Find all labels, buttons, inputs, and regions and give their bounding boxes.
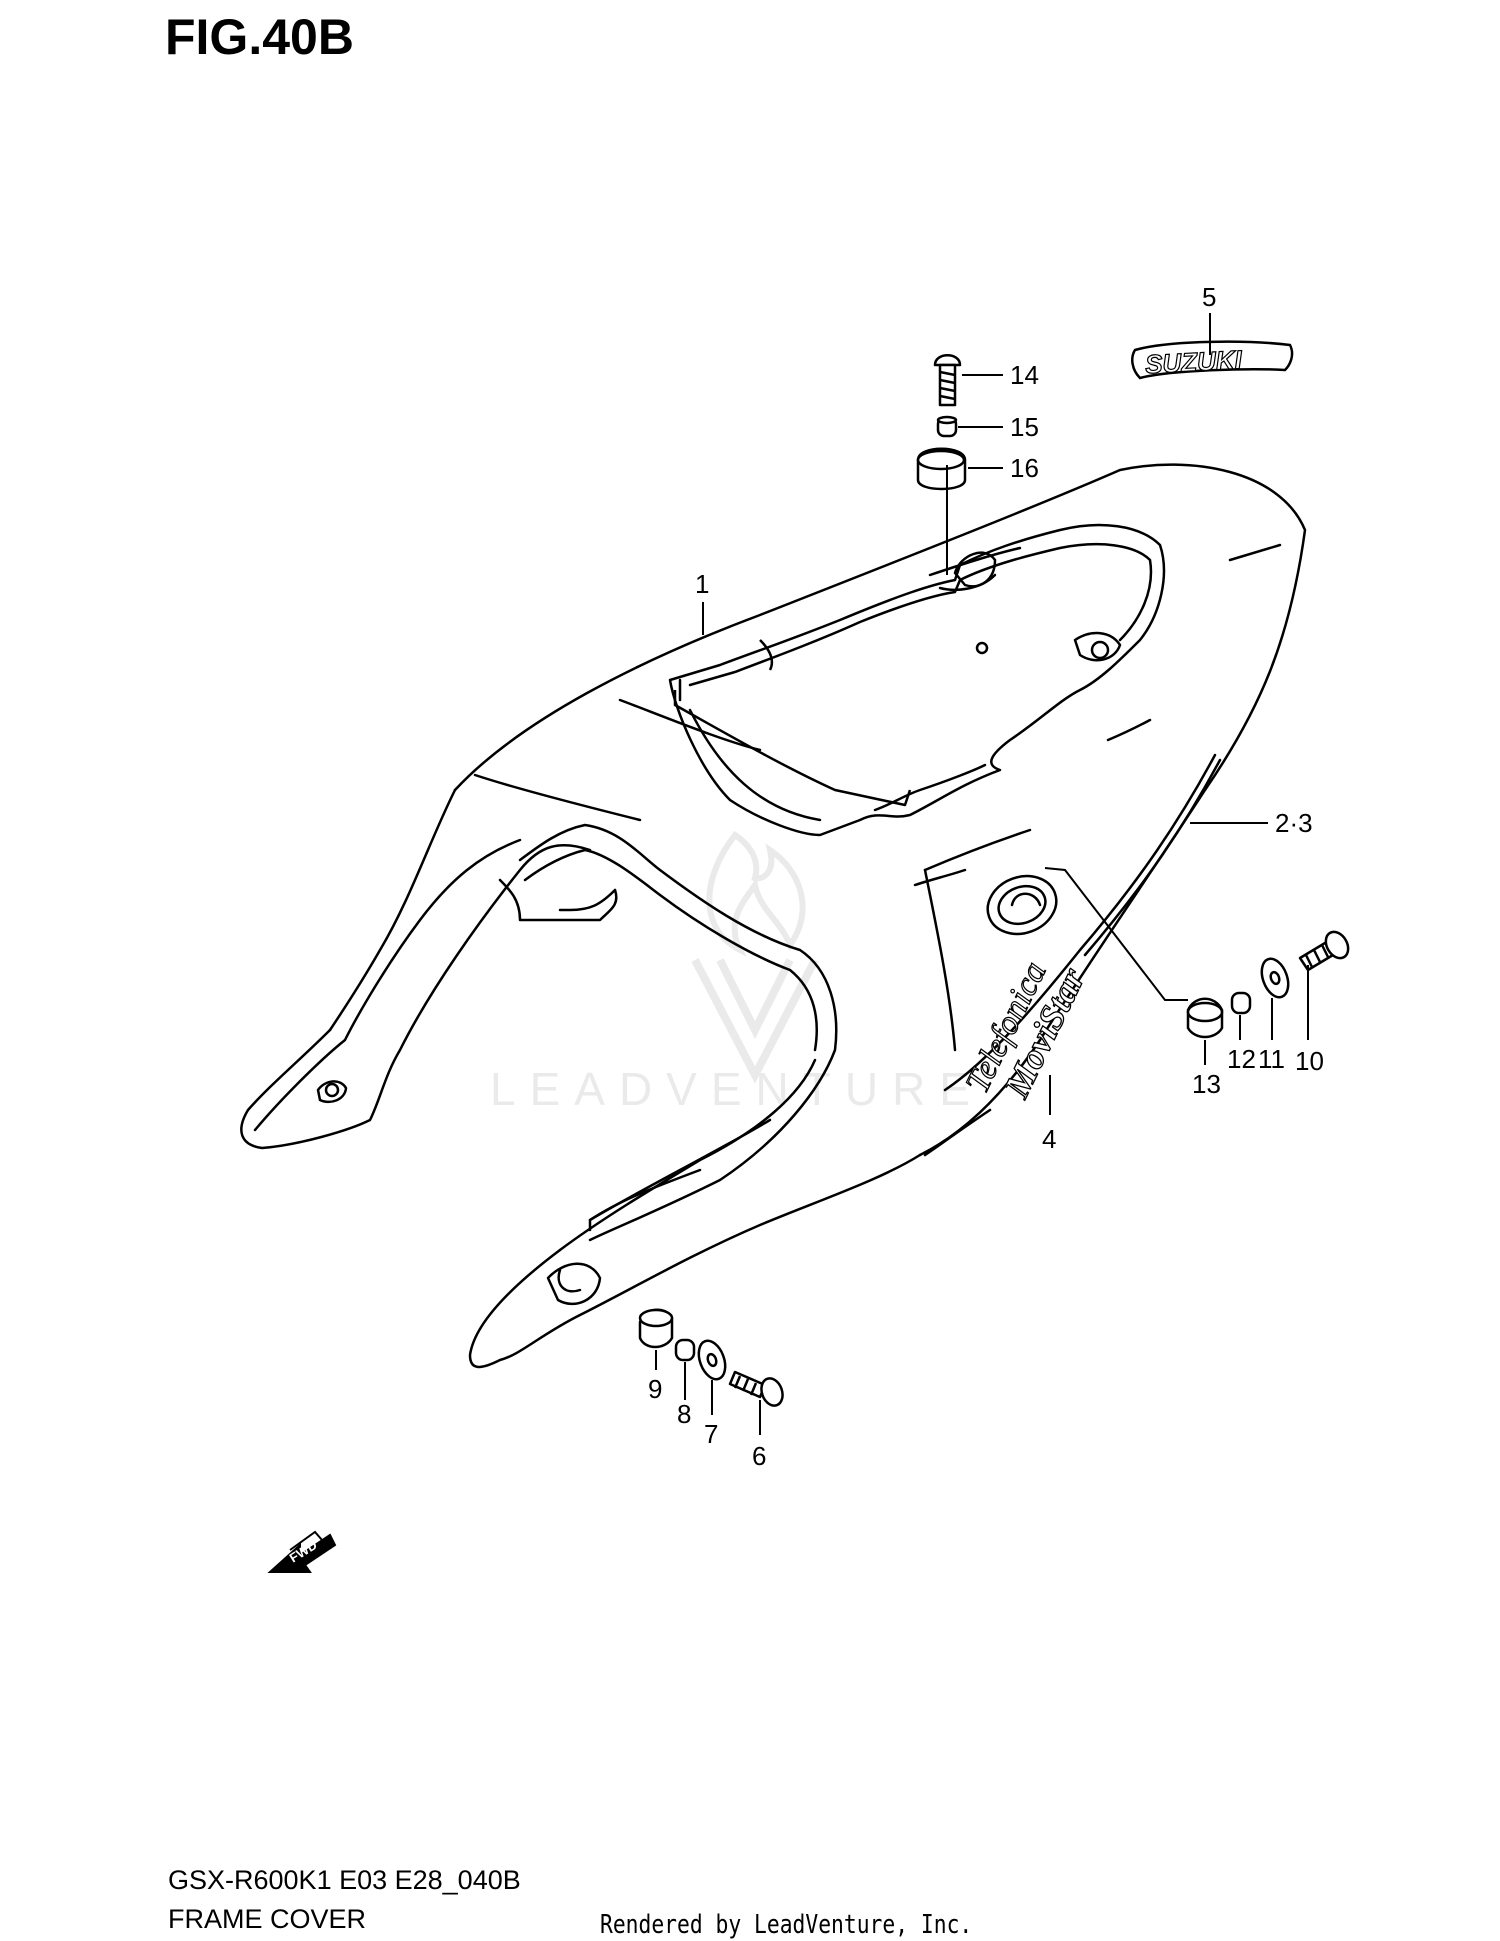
grommet-16-icon <box>916 447 967 491</box>
callout-1: 1 <box>695 569 709 599</box>
fwd-arrow-icon: FWD <box>267 1530 337 1573</box>
callout-10: 10 <box>1295 1046 1324 1076</box>
figure-title: FIG.40B <box>165 9 354 65</box>
collar-12-icon <box>1230 991 1252 1015</box>
collar-15-icon <box>936 415 958 438</box>
callout-14: 14 <box>1010 360 1039 390</box>
callout-13: 13 <box>1192 1069 1221 1099</box>
movistar-decal: Telefonica MoviStar <box>958 955 1093 1105</box>
watermark-text: LEADVENTURE <box>490 1063 984 1115</box>
callout-16: 16 <box>1010 453 1039 483</box>
grommet-9-icon <box>638 1308 674 1349</box>
callout-15: 15 <box>1010 412 1039 442</box>
hardware <box>638 354 1350 1407</box>
collar-8-icon <box>674 1338 696 1362</box>
seat-lip <box>673 639 912 807</box>
section-title: FRAME COVER <box>168 1904 367 1934</box>
callout-9: 9 <box>648 1374 662 1404</box>
callout-6: 6 <box>752 1441 766 1471</box>
washer-11-icon <box>1260 957 1290 999</box>
tail-cowl <box>240 463 1307 1369</box>
callout-11: 11 <box>1258 1044 1285 1074</box>
callout-5: 5 <box>1202 282 1216 312</box>
watermark-v-icon <box>691 958 819 1084</box>
model-code: GSX-R600K1 E03 E28_040B <box>168 1865 521 1895</box>
callout-8: 8 <box>677 1399 691 1429</box>
callout-7: 7 <box>704 1419 718 1449</box>
suzuki-emblem: SUZUKI <box>1131 340 1294 380</box>
bolt-6-icon <box>728 1370 784 1407</box>
callout-12: 12 <box>1227 1044 1256 1074</box>
watermark: LEADVENTURE <box>490 830 984 1115</box>
washer-7-icon <box>697 1339 727 1381</box>
callouts: 1 2·3 4 5 6 7 8 9 10 11 12 13 14 15 16 <box>648 282 1324 1471</box>
callout-4: 4 <box>1042 1124 1056 1154</box>
grommet-13-icon <box>1186 997 1224 1039</box>
callout-2-3: 2·3 <box>1275 808 1313 838</box>
render-credit: Rendered by LeadVenture, Inc. <box>600 1910 973 1940</box>
suzuki-emblem-text: SUZUKI <box>1144 344 1243 379</box>
bolt-10-icon <box>1298 930 1350 972</box>
leader-lines <box>655 313 1309 1435</box>
screw-14-icon <box>933 354 962 407</box>
